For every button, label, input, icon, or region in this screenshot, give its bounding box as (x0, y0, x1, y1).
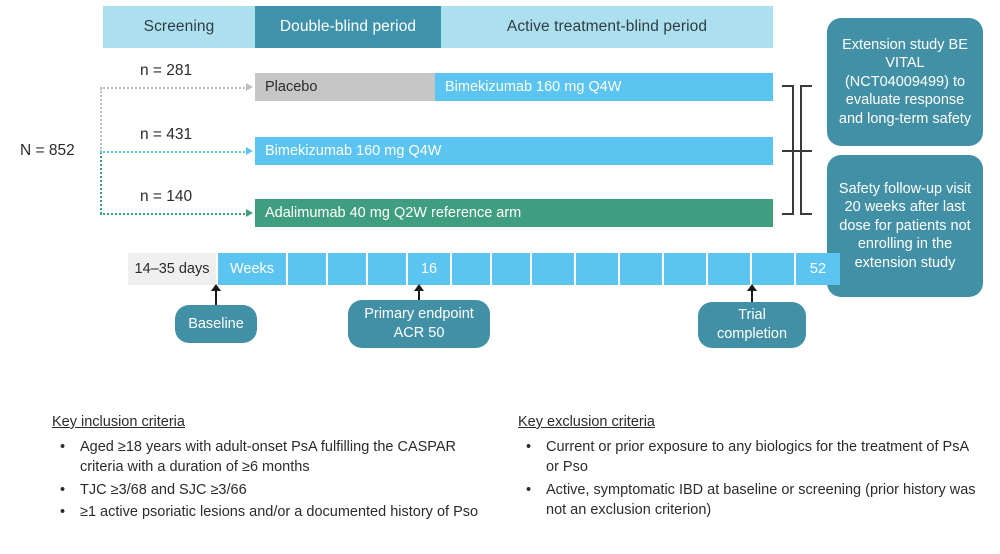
arm-segment-bimekizumab: Bimekizumab 160 mg Q4W (255, 137, 773, 165)
branch-line-vertical-placebo (100, 88, 102, 152)
list-item: • Aged ≥18 years with adult-onset PsA ful… (52, 437, 502, 478)
primary-endpoint-arrow-stem (418, 288, 420, 306)
week-timeline: 14–35 days Weeks 16 52 (128, 253, 840, 285)
list-item: • TJC ≥3/68 and SJC ≥3/66 (52, 480, 502, 501)
timeline-cell-week-16: 16 (408, 253, 452, 285)
exclusion-item-text: Current or prior exposure to any biologi… (546, 438, 969, 476)
branch-arrow-placebo-icon (246, 83, 253, 91)
milestone-primary-endpoint-box: Primary endpoint ACR 50 (348, 300, 490, 348)
timeline-cell (532, 253, 576, 285)
branch-line-horizontal-placebo (100, 87, 248, 89)
bullet-icon: • (60, 438, 66, 455)
timeline-screening-duration: 14–35 days (128, 253, 218, 285)
period-active-treatment-blind: Active treatment-blind period (441, 6, 773, 48)
timeline-cell (752, 253, 796, 285)
bullet-icon: • (526, 438, 532, 455)
timeline-cell (576, 253, 620, 285)
inclusion-item-text: Aged ≥18 years with adult-onset PsA fulf… (80, 438, 457, 476)
primary-endpoint-arrow-head-icon (414, 284, 424, 291)
milestone-trial-completion-box: Trial completion (698, 302, 806, 348)
timeline-weeks-label: Weeks (218, 253, 288, 285)
exclusion-criteria-list: • Current or prior exposure to any biolog… (518, 437, 978, 521)
bracket-connector-tick (782, 150, 812, 152)
list-item: • Current or prior exposure to any biolog… (518, 437, 978, 478)
branch-line-horizontal-adalimumab (100, 213, 248, 215)
timeline-cell (288, 253, 328, 285)
timeline-cell (664, 253, 708, 285)
arm-segment-placebo: Placebo (255, 73, 435, 101)
milestone-baseline-box: Baseline (175, 305, 257, 343)
branch-arrow-adalimumab-icon (246, 209, 253, 217)
baseline-arrow-head-icon (211, 284, 221, 291)
trial-completion-arrow-head-icon (747, 284, 757, 291)
exclusion-item-text: Active, symptomatic IBD at baseline or s… (546, 481, 976, 519)
inclusion-item-text: ≥1 active psoriatic lesions and/or a doc… (80, 504, 479, 521)
key-exclusion-criteria: Key exclusion criteria • Current or prior… (518, 412, 978, 523)
inclusion-criteria-title: Key inclusion criteria (52, 414, 185, 430)
timeline-cell-week-52: 52 (796, 253, 840, 285)
treatment-arm-adalimumab: Adalimumab 40 mg Q2W reference arm (255, 199, 773, 227)
bullet-icon: • (60, 504, 66, 521)
bullet-icon: • (60, 481, 66, 498)
arm-segment-adalimumab: Adalimumab 40 mg Q2W reference arm (255, 199, 773, 227)
arm-segment-bimekizumab-switch: Bimekizumab 160 mg Q4W (435, 73, 773, 101)
arm-3-n-label: n = 140 (140, 188, 193, 205)
key-inclusion-criteria: Key inclusion criteria • Aged ≥18 years w… (52, 412, 502, 525)
treatment-arm-placebo-to-bimekizumab: Placebo Bimekizumab 160 mg Q4W (255, 73, 773, 101)
branch-line-vertical-adalimumab (100, 152, 102, 214)
inclusion-criteria-list: • Aged ≥18 years with adult-onset PsA ful… (52, 437, 502, 523)
timeline-cell (708, 253, 752, 285)
branch-line-horizontal-bimekizumab (100, 151, 248, 153)
arm-1-n-label: n = 281 (140, 62, 193, 79)
list-item: • ≥1 active psoriatic lesions and/or a do… (52, 502, 502, 523)
inclusion-item-text: TJC ≥3/68 and SJC ≥3/66 (80, 481, 247, 498)
timeline-cell (452, 253, 492, 285)
arm-2-n-label: n = 431 (140, 126, 193, 143)
treatment-arm-bimekizumab: Bimekizumab 160 mg Q4W (255, 137, 773, 165)
branch-arrow-bimekizumab-icon (246, 147, 253, 155)
timeline-cell (368, 253, 408, 285)
safety-followup-box: Safety follow-up visit 20 weeks after la… (827, 155, 983, 297)
list-item: • Active, symptomatic IBD at baseline or … (518, 480, 978, 521)
exclusion-criteria-title: Key exclusion criteria (518, 414, 655, 430)
period-screening: Screening (103, 6, 255, 48)
timeline-cell (620, 253, 664, 285)
timeline-cell (328, 253, 368, 285)
study-period-header: Screening Double-blind period Active tre… (103, 6, 773, 48)
period-double-blind: Double-blind period (255, 6, 441, 48)
total-enrollment-label: N = 852 (20, 142, 75, 159)
bullet-icon: • (526, 481, 532, 498)
extension-study-box: Extension study BE VITAL (NCT04009499) t… (827, 18, 983, 146)
trial-completion-arrow-stem (751, 288, 753, 306)
baseline-arrow-stem (215, 288, 217, 306)
timeline-cell (492, 253, 532, 285)
